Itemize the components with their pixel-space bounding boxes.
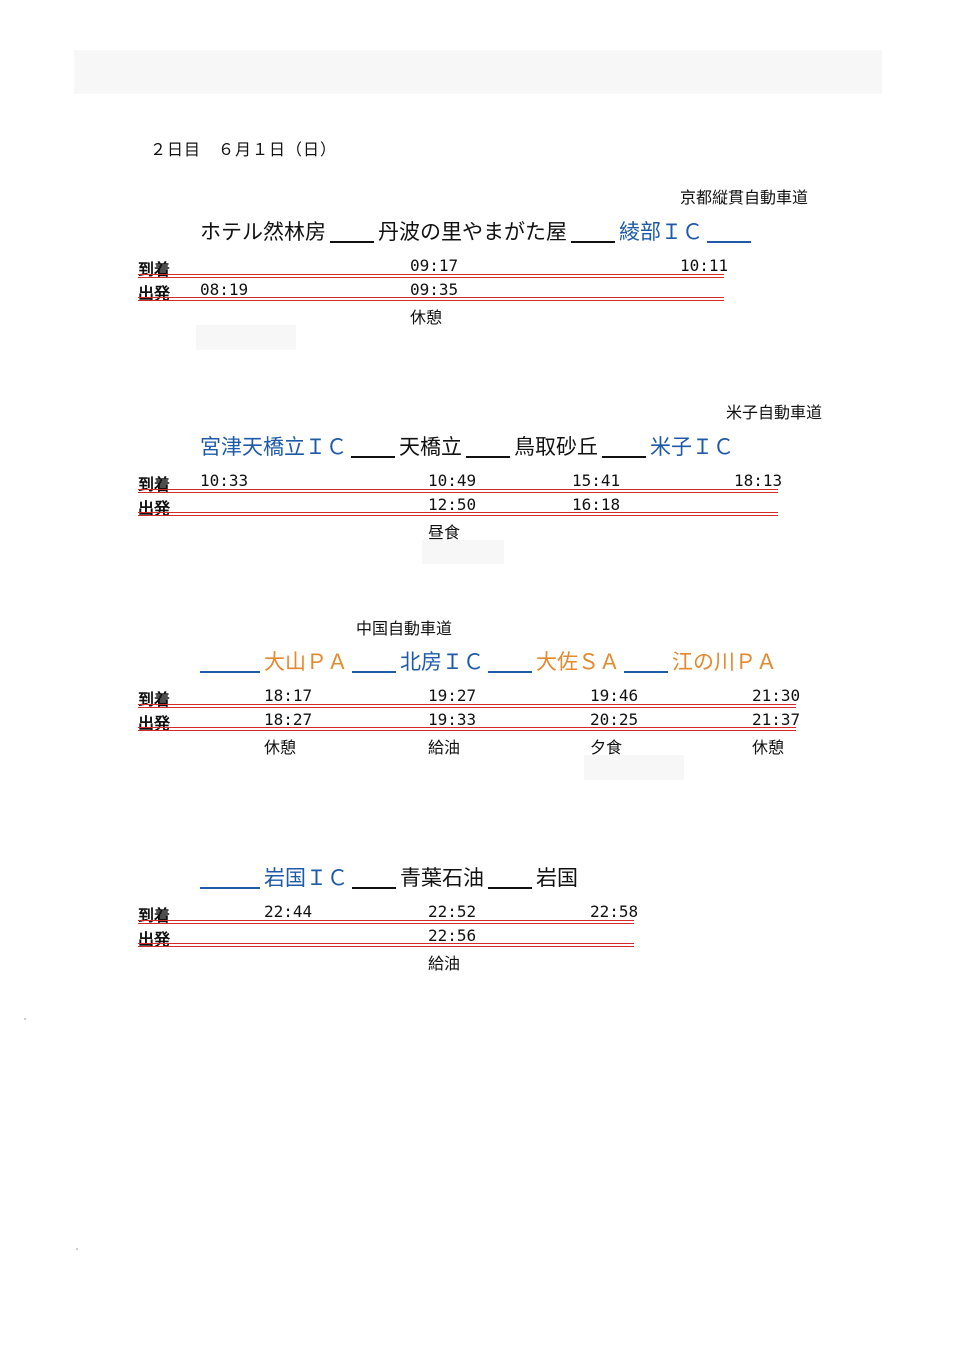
- route-connector: [200, 671, 260, 673]
- route-connector: [351, 456, 395, 458]
- arrive-time: 15:41: [572, 471, 621, 490]
- red-underline: [138, 274, 724, 278]
- route-connector: [352, 887, 396, 889]
- redacted-area: [422, 540, 504, 564]
- route-connector: [330, 241, 374, 243]
- route-connector: [200, 887, 260, 889]
- stop-name: 大佐ＳＡ: [536, 650, 620, 674]
- depart-time: 12:50: [428, 495, 477, 514]
- arrive-time: 21:30: [752, 686, 801, 705]
- scan-speck: [76, 1248, 78, 1250]
- depart-time: 18:27: [264, 710, 313, 729]
- road-label: 京都縦貫自動車道: [680, 188, 809, 207]
- stop-name: 米子ＩＣ: [650, 435, 734, 459]
- route-row: ホテル然林房 丹波の里やまがた屋 綾部ＩＣ: [200, 216, 755, 246]
- depart-time: 09:35: [410, 280, 459, 299]
- stop-name: 天橋立: [399, 435, 462, 459]
- stop-name: 江の川ＰＡ: [672, 650, 777, 674]
- arrive-time: 22:58: [590, 902, 639, 921]
- depart-label: 出発: [138, 284, 171, 303]
- stop-note: 給油: [428, 954, 461, 973]
- red-underline: [138, 920, 634, 924]
- stop-note: 給油: [428, 738, 461, 757]
- stop-name: 岩国ＩＣ: [264, 866, 348, 890]
- arrive-time: 18:17: [264, 686, 313, 705]
- arrive-time: 10:49: [428, 471, 477, 490]
- red-underline: [138, 727, 796, 731]
- redacted-area: [584, 755, 684, 780]
- route-connector: [707, 241, 751, 243]
- arrive-time: 19:46: [590, 686, 639, 705]
- scan-speck: [24, 1018, 26, 1020]
- stop-name: 綾部ＩＣ: [619, 220, 703, 244]
- route-connector: [602, 456, 646, 458]
- stop-name: 大山ＰＡ: [264, 650, 348, 674]
- route-connector: [488, 887, 532, 889]
- depart-time: 21:37: [752, 710, 801, 729]
- depart-time: 22:56: [428, 926, 477, 945]
- stop-note: 夕食: [590, 738, 623, 757]
- depart-label: 出発: [138, 499, 171, 518]
- stop-name: 岩国: [536, 866, 578, 890]
- depart-time: 16:18: [572, 495, 621, 514]
- stop-note: 休憩: [410, 308, 443, 327]
- red-underline: [138, 704, 796, 708]
- depart-label: 出発: [138, 930, 171, 949]
- stop-name: 丹波の里やまがた屋: [378, 220, 567, 244]
- stop-name: 鳥取砂丘: [514, 435, 598, 459]
- arrive-time: 22:44: [264, 902, 313, 921]
- arrive-time: 18:13: [734, 471, 783, 490]
- redacted-area: [196, 325, 296, 350]
- depart-time: 08:19: [200, 280, 249, 299]
- redacted-header: [74, 50, 882, 94]
- road-label: 中国自動車道: [356, 619, 453, 638]
- red-underline: [138, 943, 634, 947]
- arrive-time: 22:52: [428, 902, 477, 921]
- stop-note: 昼食: [428, 523, 461, 542]
- stop-name: 青葉石油: [400, 866, 484, 890]
- route-row: 宮津天橋立ＩＣ 天橋立 鳥取砂丘 米子ＩＣ: [200, 431, 734, 461]
- page-heading: ２日目 ６月１日（日）: [150, 140, 338, 159]
- route-connector: [466, 456, 510, 458]
- stop-name: 北房ＩＣ: [400, 650, 484, 674]
- depart-time: 20:25: [590, 710, 639, 729]
- depart-label: 出発: [138, 714, 171, 733]
- red-underline: [138, 297, 724, 301]
- red-underline: [138, 512, 778, 516]
- stop-name: 宮津天橋立ＩＣ: [200, 435, 347, 459]
- stop-name: ホテル然林房: [200, 220, 326, 244]
- arrive-time: 10:33: [200, 471, 249, 490]
- arrive-time: 09:17: [410, 256, 459, 275]
- stop-note: 休憩: [752, 738, 785, 757]
- arrive-time: 19:27: [428, 686, 477, 705]
- road-label: 米子自動車道: [726, 403, 823, 422]
- route-connector: [571, 241, 615, 243]
- route-connector: [352, 671, 396, 673]
- depart-time: 19:33: [428, 710, 477, 729]
- arrive-time: 10:11: [680, 256, 729, 275]
- route-connector: [624, 671, 668, 673]
- route-row: 岩国ＩＣ 青葉石油 岩国: [200, 862, 578, 892]
- route-connector: [488, 671, 532, 673]
- route-row: 大山ＰＡ 北房ＩＣ 大佐ＳＡ 江の川ＰＡ: [200, 646, 777, 676]
- red-underline: [138, 489, 778, 493]
- stop-note: 休憩: [264, 738, 297, 757]
